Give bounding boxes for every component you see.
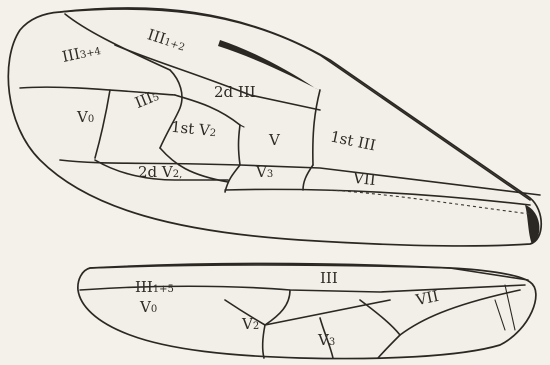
forewing-label-VII: VII — [352, 171, 376, 188]
forewing-label-V: V — [269, 133, 280, 148]
forewing-label-V3: V3 — [256, 165, 273, 180]
hindwing-label-III: III — [320, 271, 338, 286]
hindwing-label-III15: III1+5 — [135, 280, 174, 295]
forewing-label-2dIII: 2d III — [214, 85, 256, 100]
forewing-label-V0: V0 — [77, 110, 94, 125]
forewing-label-2dV2: 2d V2, — [138, 165, 182, 180]
hindwing-label-V2: V2 — [242, 317, 259, 332]
forewing-label-1stV2: 1st V2 — [170, 120, 217, 140]
hindwing-label-V3: V3 — [318, 333, 335, 348]
hindwing-label-V0: V0 — [140, 300, 157, 315]
hindwing-label-VII: VII — [415, 289, 440, 308]
